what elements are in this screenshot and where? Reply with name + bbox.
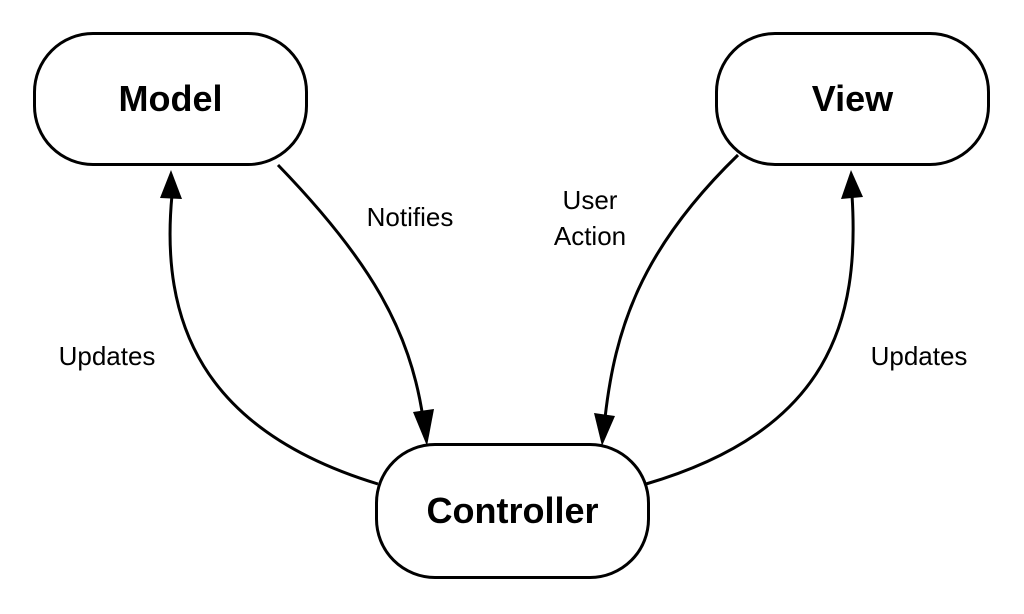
edge-notifies-arrowhead <box>413 409 434 446</box>
updates-left-label: Updates <box>44 338 170 374</box>
controller-label: Controller <box>426 490 599 531</box>
edge-updates-model-arrowhead <box>160 170 182 199</box>
updates-left-text: Updates <box>58 341 156 371</box>
edge-notifies <box>276 163 425 419</box>
view-node: View <box>715 32 990 166</box>
model-node: Model <box>33 32 308 166</box>
model-label: Model <box>118 78 223 119</box>
edge-updates-view-arrowhead <box>841 170 863 199</box>
notifies-label: Notifies <box>352 199 468 235</box>
edge-updates-model <box>168 194 379 486</box>
user-action-line1: User <box>562 185 618 215</box>
updates-right-text: Updates <box>870 341 968 371</box>
edge-user-action <box>603 153 740 419</box>
controller-node: Controller <box>375 443 650 579</box>
user-action-line2: Action <box>553 221 627 251</box>
notifies-text: Notifies <box>366 202 454 232</box>
updates-right-label: Updates <box>856 338 982 374</box>
edge-updates-view <box>645 194 855 486</box>
edge-user-action-arrowhead <box>594 413 615 446</box>
view-label: View <box>811 78 894 119</box>
user-action-label: User Action <box>540 182 640 254</box>
